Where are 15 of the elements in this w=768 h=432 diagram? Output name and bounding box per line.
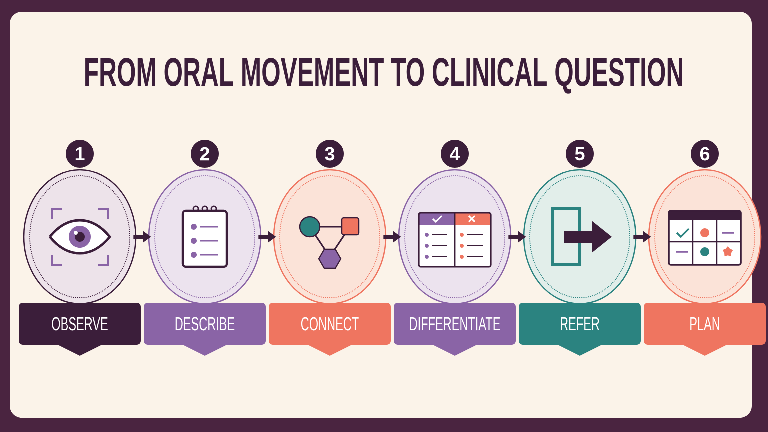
number-badge: 4 xyxy=(441,140,469,168)
step-banner: OBSERVE xyxy=(19,303,141,356)
stage-circle xyxy=(523,169,637,305)
number-badge: 2 xyxy=(191,140,219,168)
step-banner: PLAN xyxy=(644,303,766,356)
number-badge: 3 xyxy=(316,140,344,168)
number-badge: 1 xyxy=(66,140,94,168)
step-banner: DIFFERENTIATE xyxy=(394,303,516,356)
step-banner: DESCRIBE xyxy=(144,303,266,356)
step-banner: REFER xyxy=(519,303,641,356)
step-banner: CONNECT xyxy=(269,303,391,356)
number-badge: 5 xyxy=(566,140,594,168)
number-badge: 6 xyxy=(691,140,719,168)
title: FROM ORAL MOVEMENT TO CLINICAL QUESTION xyxy=(86,58,682,94)
stage-circle xyxy=(273,169,387,305)
